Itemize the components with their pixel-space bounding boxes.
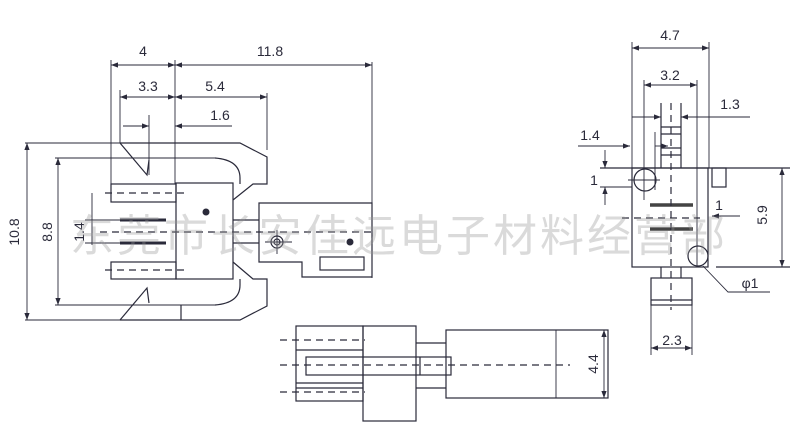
dim-4: 4 bbox=[139, 43, 147, 59]
side-view: 4 11.8 3.3 5.4 1.6 10.8 8.8 1.4 bbox=[6, 43, 373, 321]
dim-3-2: 3.2 bbox=[660, 67, 680, 83]
dim-4-7: 4.7 bbox=[660, 27, 680, 43]
dim-1-4: 1.4 bbox=[71, 222, 87, 242]
watermark: 东莞市长安佳远电子材料经营部 bbox=[70, 211, 728, 262]
end-view: 4.7 3.2 1.3 1.4 1 1 5.9 2.3 φ1 bbox=[578, 27, 790, 355]
dim-1-4: 1.4 bbox=[580, 127, 600, 143]
dim-5-4: 5.4 bbox=[205, 78, 225, 94]
dim-4-4: 4.4 bbox=[585, 354, 601, 374]
dim-10-8: 10.8 bbox=[6, 218, 22, 245]
bottom-view: 4.4 bbox=[280, 325, 609, 422]
dim-1: 1 bbox=[590, 172, 598, 188]
dim-11-8: 11.8 bbox=[257, 43, 283, 59]
dim-1-3: 1.3 bbox=[720, 96, 740, 112]
hole-dot bbox=[202, 208, 210, 216]
dim-3-3: 3.3 bbox=[138, 78, 158, 94]
dim-1-small: 1 bbox=[715, 197, 723, 213]
dim-2-3: 2.3 bbox=[662, 332, 682, 348]
hole-dot bbox=[346, 238, 354, 246]
dim-phi1: φ1 bbox=[742, 275, 759, 291]
dim-8-8: 8.8 bbox=[39, 222, 55, 242]
dim-1-6: 1.6 bbox=[210, 107, 230, 123]
dim-5-9: 5.9 bbox=[754, 205, 770, 225]
